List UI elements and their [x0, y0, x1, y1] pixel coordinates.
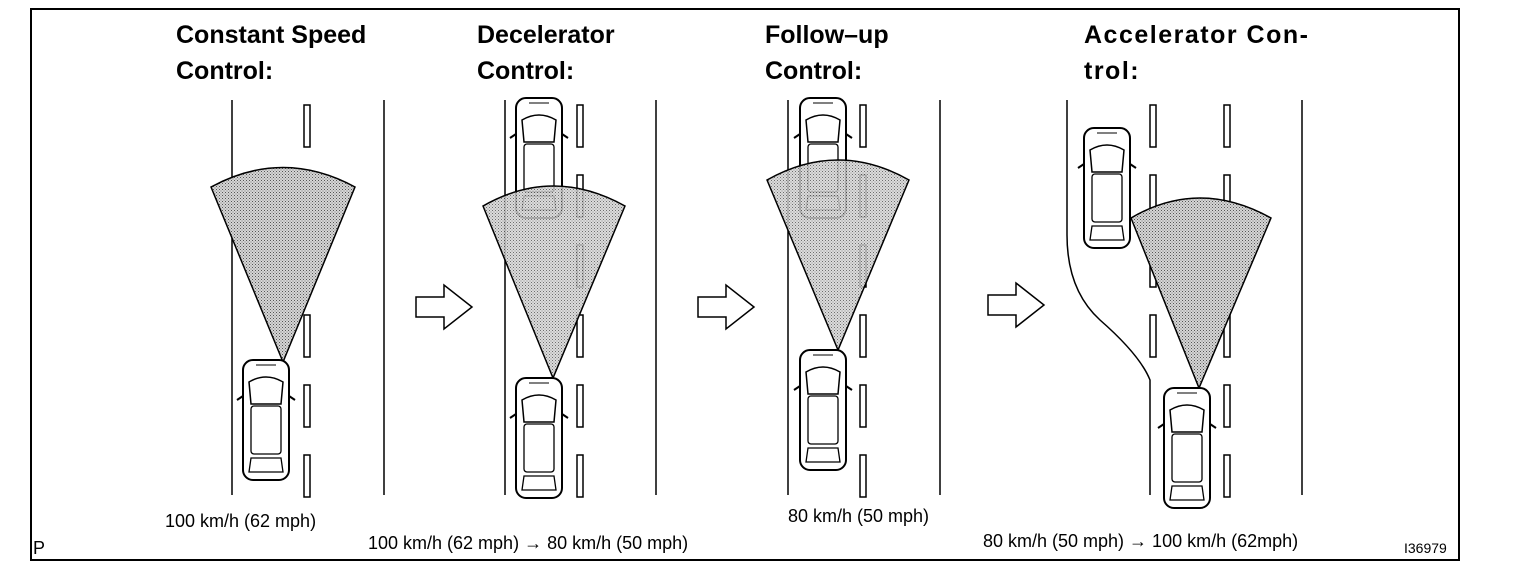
radar-beam [210, 166, 356, 364]
speed-label-follow-up: 80 km/h (50 mph) [788, 506, 930, 526]
speed-label-decelerator: 100 km/h (62 mph) → 80 km/h (50 mph) [368, 533, 689, 553]
panel-title-decelerator: Decelerator Control: [477, 21, 615, 85]
own-car-icon [1157, 387, 1217, 509]
changing-lane-car-icon [1077, 127, 1137, 249]
panel-constant-speed [210, 100, 385, 498]
panel-title-constant-speed: Constant Speed Control: [176, 21, 367, 85]
diagram-frame [30, 8, 1460, 561]
radar-beam [766, 159, 910, 352]
right-arrow-icon [415, 284, 473, 330]
panel-accelerator [1066, 100, 1303, 509]
panel-title-accelerator: Accelerator Con- trol: [1084, 21, 1310, 85]
speed-label-constant: 100 km/h (62 mph) [165, 511, 317, 531]
right-arrow-icon [697, 284, 755, 330]
road-edge-left [1066, 100, 1151, 495]
own-car-icon [236, 359, 296, 481]
own-car-icon [793, 349, 853, 471]
speed-label-accelerator: 80 km/h (50 mph) → 100 km/h (62mph) [983, 531, 1299, 551]
corner-label: P [33, 538, 46, 558]
radar-beam [1130, 197, 1272, 390]
panel-follow-up [766, 97, 941, 498]
radar-beam [482, 185, 626, 380]
panel-title-follow-up: Follow–up Control: [765, 21, 889, 85]
panel-decelerator [482, 97, 657, 499]
right-arrow-icon [987, 282, 1045, 328]
figure-code: I36979 [1404, 540, 1447, 556]
own-car-icon [509, 377, 569, 499]
